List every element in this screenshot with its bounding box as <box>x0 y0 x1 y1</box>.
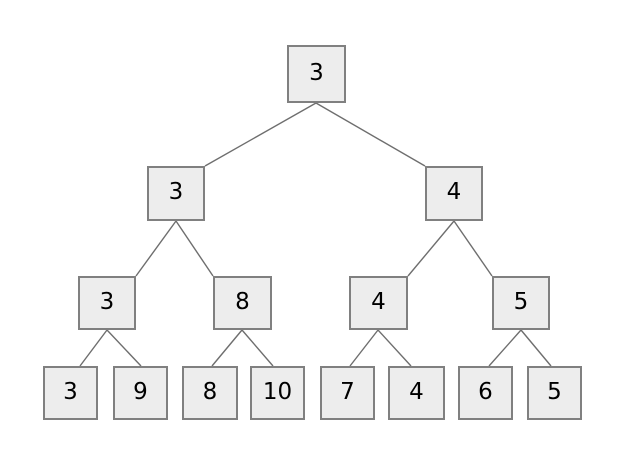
tree-node[interactable]: 5 <box>527 366 582 420</box>
tree-node[interactable]: 9 <box>113 366 168 420</box>
tree-node-value: 4 <box>409 378 424 405</box>
tree-node[interactable]: 8 <box>182 366 238 420</box>
tree-node-value: 3 <box>168 179 184 205</box>
tree-node[interactable]: 6 <box>458 366 513 420</box>
tree-node-value: 8 <box>202 378 218 405</box>
tree-node-value: 10 <box>262 378 293 405</box>
tree-node[interactable]: 4 <box>388 366 445 420</box>
tree-edge <box>175 220 214 277</box>
tree-node[interactable]: 3 <box>147 166 205 221</box>
tree-node-value: 8 <box>235 288 250 315</box>
tree-node-value: 5 <box>547 378 562 405</box>
tree-node[interactable]: 3 <box>78 276 136 330</box>
tree-edge <box>349 329 379 367</box>
tree-edge <box>488 329 522 367</box>
tree-node-value: 3 <box>309 59 324 86</box>
tree-edge <box>315 102 426 167</box>
tree-edge <box>377 329 412 367</box>
tree-node-value: 5 <box>513 288 529 315</box>
tree-node-value: 4 <box>371 288 386 315</box>
tree-edge <box>211 329 243 367</box>
tree-node[interactable]: 10 <box>250 366 305 420</box>
tree-node[interactable]: 4 <box>425 166 483 221</box>
tree-node[interactable]: 7 <box>320 366 375 420</box>
tree-edge <box>241 329 274 367</box>
tree-edge <box>135 220 177 277</box>
tree-edge <box>407 220 455 277</box>
tree-node-value: 3 <box>63 378 78 405</box>
tree-node[interactable]: 5 <box>492 276 550 330</box>
tree-edge <box>204 102 317 167</box>
tree-edge <box>106 329 142 367</box>
tree-edge <box>79 329 108 367</box>
tree-node-value: 7 <box>340 378 355 405</box>
tree-edge <box>520 329 552 367</box>
tree-node[interactable]: 3 <box>43 366 98 420</box>
tree-node-value: 4 <box>446 179 462 205</box>
tree-node[interactable]: 8 <box>213 276 272 330</box>
tree-node-value: 9 <box>133 378 148 405</box>
tree-node-value: 3 <box>99 288 115 315</box>
tree-node[interactable]: 4 <box>349 276 408 330</box>
tree-node-value: 6 <box>478 378 493 405</box>
tree-edge <box>453 220 493 277</box>
tree-node[interactable]: 3 <box>287 45 346 103</box>
